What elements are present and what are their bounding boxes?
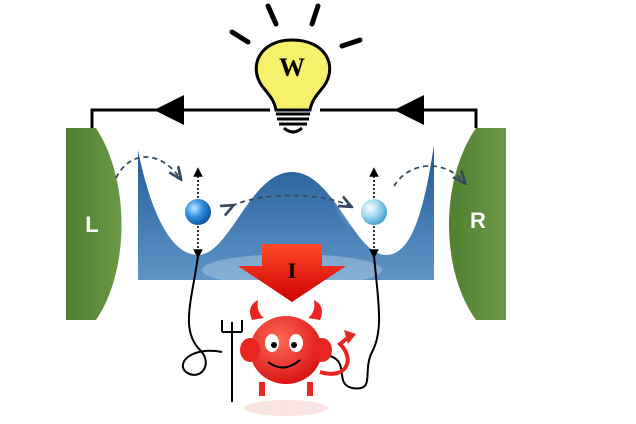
tunnel-arrow-right-lead — [393, 165, 464, 187]
circuit-wire — [90, 95, 478, 128]
demon-icon — [221, 300, 356, 416]
tunnel-arrow-between-dots — [232, 194, 350, 207]
left-quantum-dot — [185, 167, 211, 259]
bulb-label: W — [279, 53, 305, 82]
right-quantum-dot — [361, 167, 387, 259]
demon-wires — [181, 255, 381, 390]
tunnel-arrows — [115, 156, 464, 207]
right-lead-label: R — [470, 208, 486, 233]
current-arrow-label: I — [288, 258, 297, 283]
tunnel-arrow-left-lead — [115, 156, 180, 178]
left-lead-label: L — [85, 212, 98, 237]
left-lead: L — [66, 128, 122, 320]
right-lead: R — [449, 128, 506, 320]
light-bulb-icon: W — [229, 3, 363, 134]
current-arrow: I — [238, 244, 346, 302]
